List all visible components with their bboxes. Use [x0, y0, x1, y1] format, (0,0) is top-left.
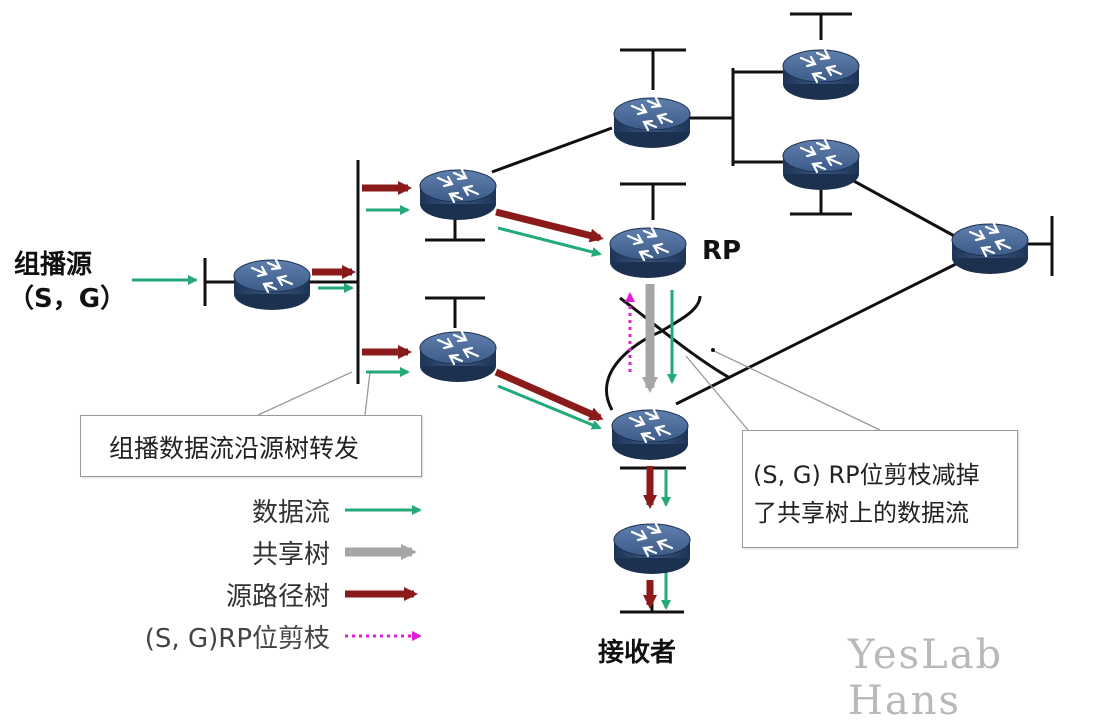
multicast-diagram — [132, 12, 1054, 641]
router-icon — [610, 408, 690, 462]
callout-source-tree-text: 组播数据流沿源树转发 — [109, 434, 360, 463]
router-icon — [608, 226, 688, 280]
source-group-label: （S，G） — [8, 284, 127, 314]
legend-item-source-tree: 源路径树 — [0, 576, 440, 616]
legend-item-shared-tree: 共享树 — [0, 534, 440, 574]
router-icon — [232, 258, 312, 312]
router-icon — [612, 522, 692, 576]
watermark: YesLab Hans — [848, 632, 1004, 724]
router-icon — [781, 48, 861, 102]
legend-label: (S, G)RP位剪枝 — [144, 624, 330, 654]
callout-rp-prune-line2: 了共享树上的数据流 — [753, 499, 969, 527]
legend-label: 共享树 — [251, 540, 330, 570]
router-icon — [950, 222, 1030, 276]
legend-item-data-flow: 数据流 — [0, 492, 440, 532]
legend-arrows — [345, 505, 422, 641]
callout-rp-prune: (S, G) RP位剪枝减掉 了共享树上的数据流 — [742, 430, 1018, 548]
source-tree-arrows — [312, 181, 657, 609]
legend-label: 源路径树 — [225, 582, 330, 612]
dot-mark — [711, 348, 715, 352]
router-icon — [418, 330, 498, 384]
callout-source-tree: 组播数据流沿源树转发 — [80, 415, 422, 477]
callout-rp-prune-line1: (S, G) RP位剪枝减掉 — [753, 461, 980, 489]
receiver-label: 接收者 — [598, 638, 677, 668]
source-label: 组播源 — [14, 250, 93, 280]
legend: 数据流 共享树 源路径树 (S, G)RP位剪枝 — [0, 492, 440, 672]
router-icon — [612, 96, 692, 150]
router-icon — [418, 168, 498, 222]
legend-item-rp-prune: (S, G)RP位剪枝 — [0, 618, 440, 658]
legend-label: 数据流 — [251, 498, 330, 528]
callout-pointers — [257, 349, 881, 431]
rp-label: RP — [702, 236, 742, 266]
data-flow-arrows — [132, 205, 677, 610]
router-icon — [781, 138, 861, 192]
